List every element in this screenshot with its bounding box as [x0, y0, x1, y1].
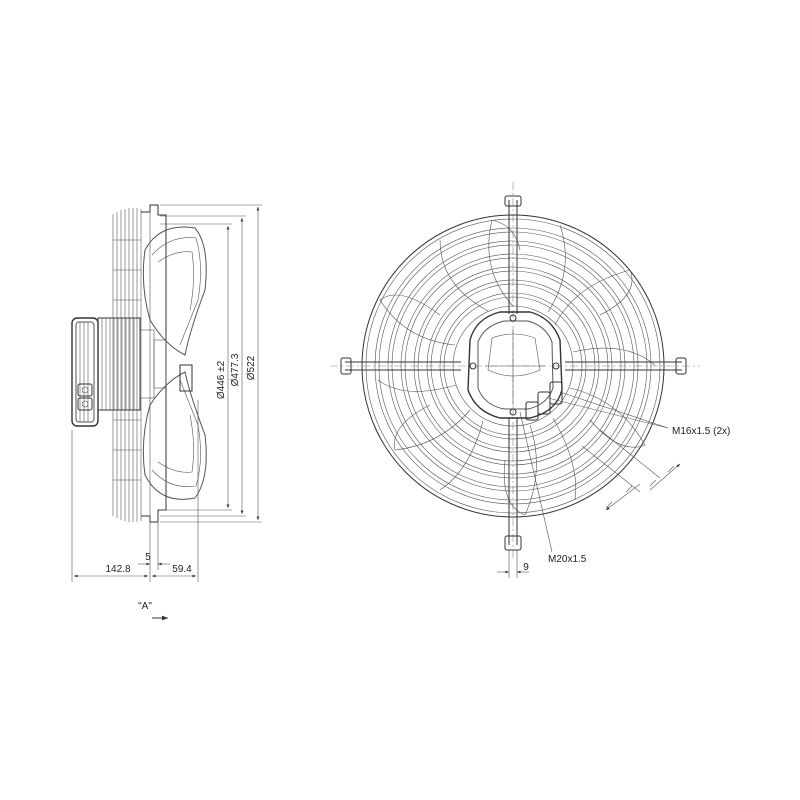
motor-hub-front [467, 311, 563, 421]
dim-diameter-446: Ø446 ±2 [216, 360, 227, 399]
vertical-dimensions [160, 204, 262, 523]
dim-width-59: 59.4 [172, 564, 192, 575]
side-view [71, 204, 262, 621]
view-label: "A" [138, 601, 152, 612]
fan-blades-front [377, 219, 656, 516]
front-view [330, 182, 700, 578]
callout-m16: M16x1.5 (2x) [672, 426, 730, 437]
guard-rods-side [112, 208, 142, 522]
fan-blades-side [142, 226, 207, 500]
guard-struts [340, 195, 687, 551]
dim-diameter-522: Ø522 [246, 355, 257, 380]
dim-diameter-477: Ø477.3 [230, 353, 241, 386]
callout-m20: M20x1.5 [548, 554, 587, 565]
dim-width-142: 142.8 [105, 564, 130, 575]
callout-leaders [519, 391, 681, 553]
motor-housing-side [71, 317, 99, 427]
horizontal-dimensions [71, 400, 199, 582]
dim-width-5: 5 [145, 552, 151, 563]
rotor-hub-side [97, 317, 193, 411]
dim-width-9: 9 [523, 562, 529, 573]
dim-9-lines [497, 550, 529, 578]
